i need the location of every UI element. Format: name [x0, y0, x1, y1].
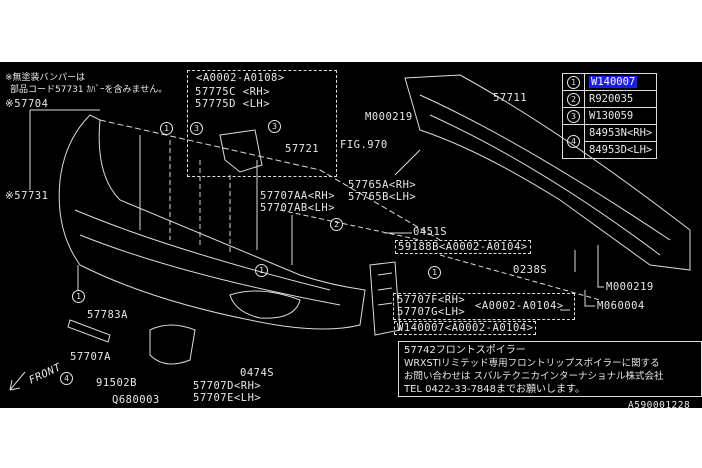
- bumper-beam-detail: [419, 94, 671, 256]
- label-57765a: 57765A<RH>: [348, 179, 417, 191]
- callout-3: 3: [190, 122, 203, 135]
- label-57775c: 57775C <RH>: [195, 86, 271, 98]
- callout-4: 4: [60, 372, 73, 385]
- note-unpainted-line1: ※無塗装バンパーは: [5, 73, 85, 83]
- legend-num: 3: [562, 107, 585, 125]
- front-arrow: [9, 371, 26, 391]
- label-57775d: 57775D <LH>: [195, 98, 271, 110]
- bumper-grille-line: [74, 209, 341, 306]
- inset-box: [187, 70, 337, 177]
- label-m060004: M060004: [597, 300, 645, 312]
- label-57721: 57721: [285, 143, 320, 155]
- label-57707e: 57707E<LH>: [193, 392, 262, 404]
- legend-row: 2 R920035: [562, 90, 658, 108]
- label-57704: ※57704: [5, 98, 49, 110]
- label-57707f: 57707F<RH>: [397, 294, 466, 306]
- spoiler-note-line4: TEL 0422-33-7848までお願いします。: [404, 384, 586, 395]
- callout-1: 1: [428, 266, 441, 279]
- bumper-top-edge: [99, 119, 441, 241]
- label-57783a: 57783A: [87, 309, 128, 321]
- legend-table: 1 W140007 2 R920035 3 W130059 4 84953N<R…: [562, 73, 658, 159]
- label-57711: 57711: [493, 92, 528, 104]
- label-0238s: 0238S: [513, 264, 548, 276]
- bracket-57707a: [67, 319, 111, 343]
- label-q680003: Q680003: [112, 394, 160, 406]
- label-57707a: 57707A: [70, 351, 111, 363]
- legend-num: 4: [562, 124, 585, 159]
- legend-part: 84953N<RH>: [583, 124, 658, 142]
- label-57707aa: 57707AA<RH>: [260, 190, 336, 202]
- callout-2: 2: [330, 218, 343, 231]
- callout-1: 1: [160, 122, 173, 135]
- fog-lamp-opening: [229, 290, 301, 319]
- box-57707fg: [393, 293, 575, 320]
- legend-row: 4 84953N<RH>: [562, 124, 658, 159]
- cover-91502b: [149, 324, 196, 365]
- side-grille: [369, 261, 401, 336]
- label-0474s: 0474S: [240, 367, 275, 379]
- note-unpainted-line2: 部品コード57731 ｶﾊﾞｰを含みません。: [10, 85, 168, 95]
- label-57731: ※57731: [5, 190, 49, 202]
- label-57707d: 57707D<RH>: [193, 380, 262, 392]
- spoiler-note-line2: WRXSTIリミテッド専用フロントリップスポイラーに関する: [404, 358, 660, 369]
- diagram-id: A590001228: [628, 400, 691, 411]
- label-91502b: 91502B: [96, 377, 137, 389]
- legend-part: 84953D<LH>: [583, 141, 658, 159]
- legend-row: 84953D<LH>: [563, 141, 658, 159]
- label-m000219: M000219: [365, 111, 413, 123]
- bumper-beam: [404, 74, 691, 271]
- label-fg-range: <A0002-A0104>: [475, 300, 564, 312]
- legend-part: R920035: [583, 90, 658, 108]
- bracket-57775: [219, 129, 263, 173]
- label-57707ab: 57707AB<LH>: [260, 202, 336, 214]
- label-57765b: 57765B<LH>: [348, 191, 417, 203]
- legend-num: 1: [562, 73, 585, 91]
- spoiler-note-line1: 57742フロントスポイラー: [404, 345, 526, 356]
- callout-3: 3: [268, 120, 281, 133]
- callout-1: 1: [72, 290, 85, 303]
- label-57707g: 57707G<LH>: [397, 306, 466, 318]
- label-w140007-range: W140007<A0002-A0104>: [394, 321, 537, 335]
- legend-part: W140007: [583, 73, 658, 91]
- legend-row: 1 W140007: [562, 73, 658, 91]
- spoiler-note-line3: お問い合わせは スバルテクニカインターナショナル株式会社: [404, 371, 664, 382]
- label-m000219-right: M000219: [606, 281, 654, 293]
- label-fig970: FIG.970: [340, 139, 388, 151]
- callout-1: 1: [255, 264, 268, 277]
- label-59188b: 59188B<A0002-A0104>: [395, 240, 531, 254]
- label-0451s: 0451S: [413, 226, 448, 238]
- label-inset-range: <A0002-A0108>: [196, 72, 285, 84]
- legend-part: W130059: [583, 107, 658, 125]
- legend-num: 2: [562, 90, 585, 108]
- legend-row: 3 W130059: [562, 107, 658, 125]
